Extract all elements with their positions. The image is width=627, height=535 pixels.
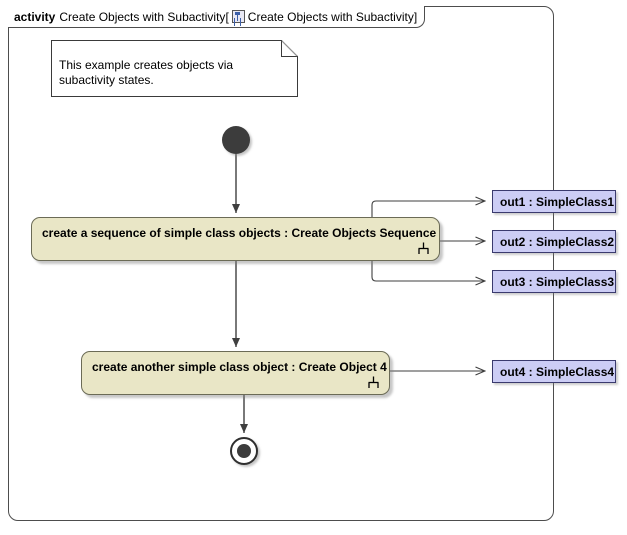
comment-note: This example creates objects via subacti… — [51, 40, 298, 97]
activity-diagram-icon — [231, 10, 245, 23]
action-label: create another simple class object : Cre… — [92, 360, 387, 374]
activity-final-node[interactable] — [230, 437, 258, 465]
frame-title: Create Objects with Subactivity — [59, 9, 226, 24]
subactivity-rake-icon — [418, 242, 429, 254]
frame-bracket-open: [ — [225, 9, 229, 24]
object-node-out3[interactable]: out3 : SimpleClass3 — [492, 270, 616, 293]
frame-tab-title: Create Objects with Subactivity — [247, 9, 414, 24]
object-node-out4[interactable]: out4 : SimpleClass4 — [492, 360, 616, 383]
object-node-label: out1 : SimpleClass1 — [500, 194, 615, 209]
note-shape — [51, 40, 298, 97]
subactivity-rake-icon — [368, 376, 379, 388]
initial-node[interactable] — [222, 126, 250, 154]
action-node-create-objects-sequence[interactable]: create a sequence of simple class object… — [31, 217, 440, 261]
activity-frame-header: activity Create Objects with Subactivity… — [8, 6, 426, 28]
object-node-label: out2 : SimpleClass2 — [500, 234, 615, 249]
object-node-out1[interactable]: out1 : SimpleClass1 — [492, 190, 616, 213]
frame-keyword: activity — [14, 9, 56, 24]
frame-bracket-close: ] — [413, 9, 418, 24]
action-label: create a sequence of simple class object… — [42, 226, 437, 240]
object-node-out2[interactable]: out2 : SimpleClass2 — [492, 230, 616, 253]
object-node-label: out3 : SimpleClass3 — [500, 274, 615, 289]
object-node-label: out4 : SimpleClass4 — [500, 364, 615, 379]
action-node-create-object-4[interactable]: create another simple class object : Cre… — [81, 351, 390, 395]
note-text: This example creates objects via subacti… — [59, 58, 234, 87]
